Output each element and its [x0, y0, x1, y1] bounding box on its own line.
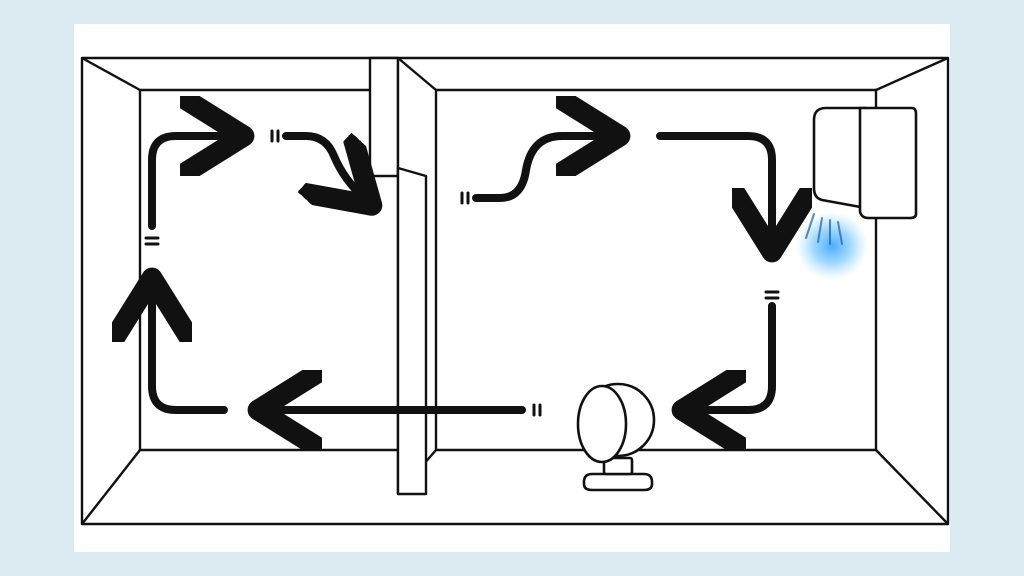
airflow-right-room-curve-up	[472, 136, 612, 202]
airflow-dashes	[144, 129, 780, 417]
airflow-left-room-curve-down	[282, 132, 366, 200]
airflow-right-room-bottom-return	[690, 302, 776, 410]
diagram-panel	[74, 24, 950, 552]
airflow-right-room-top-down	[656, 132, 772, 244]
air-conditioner-icon	[812, 106, 918, 220]
airflow-left-room-return-up	[152, 286, 228, 414]
circulator-fan-icon	[576, 382, 656, 492]
airflow-left-room-up	[148, 136, 236, 230]
cool-air-glow	[796, 212, 868, 280]
airflow-paths	[152, 136, 772, 410]
